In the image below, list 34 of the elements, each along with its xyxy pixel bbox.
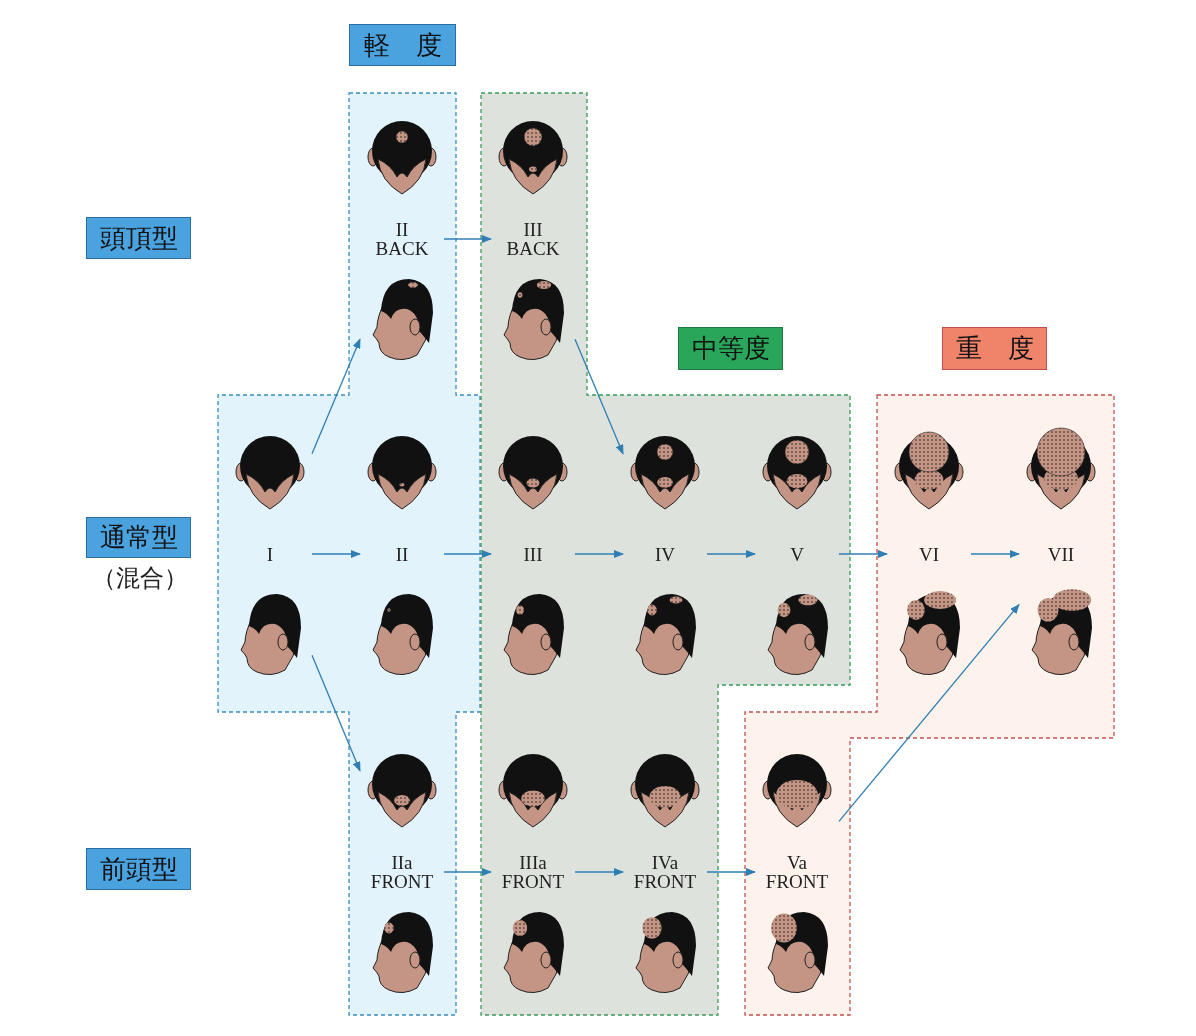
pattern-label: 前頭型	[86, 848, 191, 890]
arrow	[311, 338, 361, 455]
stage-label: VI	[918, 544, 940, 564]
arrow	[838, 603, 1020, 823]
stage-label: II BACK	[375, 220, 429, 258]
stage-label: III BACK	[506, 220, 560, 258]
arrow	[574, 338, 624, 455]
stage-label: VII	[1047, 544, 1075, 564]
arrow	[443, 550, 492, 558]
arrow	[970, 550, 1020, 558]
pattern-label: 通常型	[86, 517, 191, 558]
stage-label: V	[790, 544, 804, 564]
stage-label: IV	[654, 544, 676, 564]
arrow	[443, 868, 492, 876]
arrow	[311, 654, 361, 772]
arrow	[574, 868, 624, 876]
arrow	[311, 550, 361, 558]
stage-label: I	[266, 544, 274, 564]
pattern-label: 頭頂型	[86, 217, 191, 259]
stage-label: II	[395, 544, 409, 564]
arrow	[706, 868, 756, 876]
severity-header: 中等度	[678, 327, 783, 370]
severity-header: 重 度	[942, 327, 1047, 370]
arrow	[443, 235, 492, 243]
stage-label: IIa FRONT	[370, 853, 434, 891]
stage-label: IIIa FRONT	[501, 853, 565, 891]
stage-label: IVa FRONT	[633, 853, 697, 891]
annotation: （混合）	[92, 563, 188, 594]
arrow	[838, 550, 888, 558]
stage-label: Va FRONT	[765, 853, 829, 891]
severity-header: 軽 度	[349, 24, 456, 66]
arrow	[706, 550, 756, 558]
arrow	[574, 550, 624, 558]
stage-label: III	[523, 544, 543, 564]
